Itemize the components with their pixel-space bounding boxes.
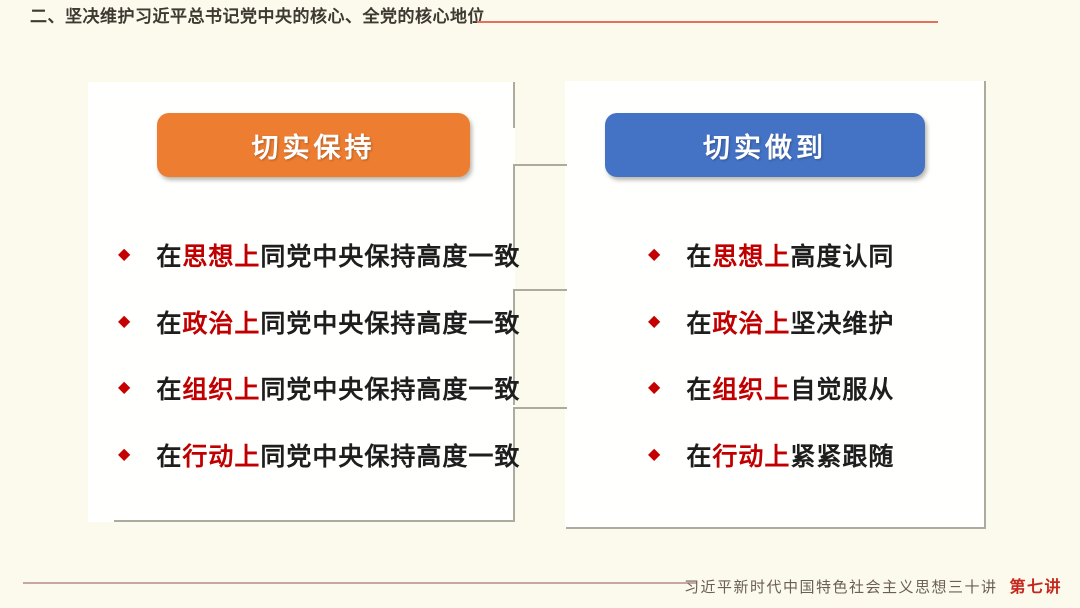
page-title: 二、坚决维护习近平总书记党中央的核心、全党的核心地位 <box>30 7 485 26</box>
highlighted-phrase: 思想上 <box>182 243 261 271</box>
footer-course-title: 习近平新时代中国特色社会主义思想三十讲 <box>683 579 998 596</box>
title-underline <box>477 21 938 23</box>
list-item-text: 在组织上自觉服从 <box>686 376 895 404</box>
diamond-bullet-icon: ◆ <box>648 379 661 396</box>
list-item-text: 在政治上同党中央保持高度一致 <box>156 310 521 338</box>
highlighted-phrase: 思想上 <box>712 243 791 271</box>
list-item: ◆ 在组织上自觉服从 <box>648 371 894 405</box>
connector-line <box>513 289 567 291</box>
list-item: ◆ 在思想上同党中央保持高度一致 <box>118 238 520 272</box>
left-panel-header: 切实保持 <box>157 113 470 177</box>
connector-line <box>513 407 567 409</box>
list-item-text: 在思想上同党中央保持高度一致 <box>156 243 521 271</box>
list-item-text: 在思想上高度认同 <box>686 243 895 271</box>
right-panel-right-border <box>984 81 986 529</box>
connector-line <box>513 164 515 257</box>
connector-line <box>513 82 515 128</box>
highlighted-phrase: 组织上 <box>182 376 261 404</box>
diamond-bullet-icon: ◆ <box>648 446 661 463</box>
list-item: ◆ 在行动上紧紧跟随 <box>648 438 894 472</box>
list-item: ◆ 在组织上同党中央保持高度一致 <box>118 371 520 405</box>
list-item-text: 在政治上坚决维护 <box>686 310 895 338</box>
list-item-text: 在行动上同党中央保持高度一致 <box>156 443 521 471</box>
diamond-bullet-icon: ◆ <box>648 246 661 263</box>
highlighted-phrase: 行动上 <box>712 443 791 471</box>
list-item-text: 在行动上紧紧跟随 <box>686 443 895 471</box>
diamond-bullet-icon: ◆ <box>118 379 131 396</box>
diamond-bullet-icon: ◆ <box>648 313 661 330</box>
right-panel-bottom-border <box>566 527 985 529</box>
highlighted-phrase: 行动上 <box>182 443 261 471</box>
highlighted-phrase: 政治上 <box>182 310 261 338</box>
list-item: ◆ 在思想上高度认同 <box>648 238 894 272</box>
footer: 习近平新时代中国特色社会主义思想三十讲第七讲 <box>684 573 1062 597</box>
diamond-bullet-icon: ◆ <box>118 446 131 463</box>
right-panel-header: 切实做到 <box>605 113 925 177</box>
list-item-text: 在组织上同党中央保持高度一致 <box>156 376 521 404</box>
list-item: ◆ 在政治上坚决维护 <box>648 305 894 339</box>
diamond-bullet-icon: ◆ <box>118 313 131 330</box>
highlighted-phrase: 组织上 <box>712 376 791 404</box>
footer-lecture-number: 第七讲 <box>1009 579 1062 596</box>
connector-line <box>513 289 515 405</box>
connector-line <box>513 407 515 520</box>
list-item: ◆ 在行动上同党中央保持高度一致 <box>118 438 520 472</box>
connector-line <box>513 164 567 166</box>
highlighted-phrase: 政治上 <box>712 310 791 338</box>
footer-divider-line <box>23 582 697 584</box>
left-panel-bottom-border <box>114 520 515 522</box>
list-item: ◆ 在政治上同党中央保持高度一致 <box>118 305 520 339</box>
diamond-bullet-icon: ◆ <box>118 246 131 263</box>
